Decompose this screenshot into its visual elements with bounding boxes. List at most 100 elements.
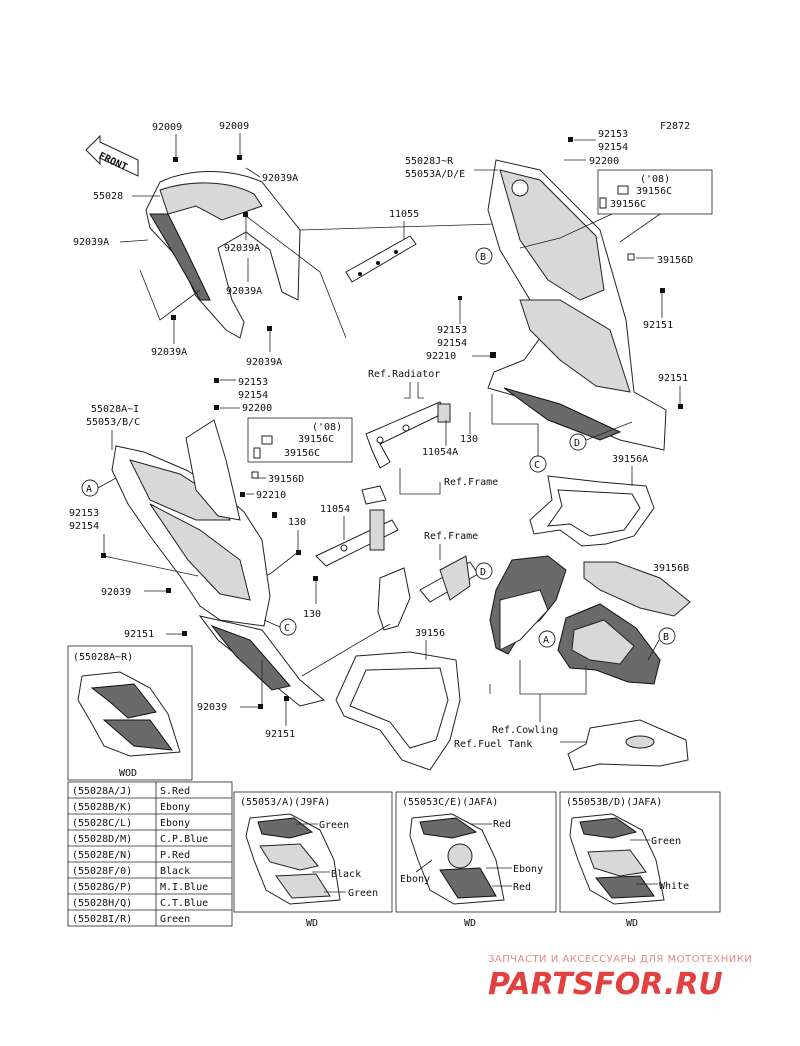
label-130-b: 130 xyxy=(288,517,306,528)
callout-b-right xyxy=(475,247,493,265)
side-cowl-right xyxy=(487,159,667,451)
upper-cowl-left xyxy=(145,171,301,339)
label-92154-tr: 92154 xyxy=(598,142,628,153)
inset-left-caption: WOD xyxy=(119,768,137,779)
table-color: C.T.Blue xyxy=(160,898,208,909)
label-11054A: 11054A xyxy=(422,447,458,458)
table-color: Green xyxy=(160,914,190,925)
variant-2-title: (55053C/E)(JAFA) xyxy=(402,797,498,808)
label-11054: 11054 xyxy=(320,504,350,515)
label-92151-l: 92151 xyxy=(124,629,154,640)
callout-a-right xyxy=(538,630,556,648)
table-code: (55028E/N) xyxy=(72,850,132,861)
callout-c-right-label: C xyxy=(534,460,540,471)
inset-left-cowl xyxy=(77,671,181,757)
label-130-c: 130 xyxy=(303,609,321,620)
ref-frame-upper: Ref.Frame xyxy=(444,477,498,488)
variant-2-label: Red xyxy=(493,819,511,830)
decal-39156 xyxy=(335,651,461,771)
table-color: Ebony xyxy=(160,802,190,813)
label-39156D-left: 39156D xyxy=(268,474,304,485)
label-92154-l2: 92154 xyxy=(69,521,99,532)
year-box-right xyxy=(597,169,713,215)
variant-1-label: Green xyxy=(348,888,378,899)
label-92039A-1: 92039A xyxy=(262,173,298,184)
table-color: M.I.Blue xyxy=(160,882,208,893)
label-39156A: 39156A xyxy=(612,454,648,465)
variant-3-caption: WD xyxy=(626,918,638,929)
table-code: (55028F/0) xyxy=(72,866,132,877)
variant-2-label: Ebony xyxy=(513,864,543,875)
label-92153-m: 92153 xyxy=(437,325,467,336)
variant-3-title: (55053B/D)(JAFA) xyxy=(566,797,662,808)
variant-1-label: Green xyxy=(319,820,349,831)
callout-d-lower xyxy=(475,562,493,580)
label-55053BC: 55053/B/C xyxy=(86,417,140,428)
callout-b-right-label: B xyxy=(480,252,486,263)
radiator-bracket xyxy=(365,401,451,469)
variant-1-label: Black xyxy=(331,869,361,880)
label-92200-l: 92200 xyxy=(242,403,272,414)
callout-d-right-label: D xyxy=(574,438,580,449)
table-code: (55028D/M) xyxy=(72,834,132,845)
table-color: Ebony xyxy=(160,818,190,829)
table-code: (55028A/J) xyxy=(72,786,132,797)
table-code: (55028H/Q) xyxy=(72,898,132,909)
label-11055: 11055 xyxy=(389,209,419,220)
ref-cowling-part-2 xyxy=(557,603,661,685)
ref-cowling: Ref.Cowling xyxy=(492,725,558,736)
label-92039A-5: 92039A xyxy=(151,347,187,358)
label-55053ADE: 55053A/D/E xyxy=(405,169,465,180)
label-92210-m: 92210 xyxy=(426,351,456,362)
inset-left-title: (55028A~R) xyxy=(73,652,133,663)
label-08-right: ('08) xyxy=(640,174,670,185)
label-92039-a: 92039 xyxy=(101,587,131,598)
cowl-bracket-11054 xyxy=(315,485,399,567)
label-92151-r1: 92151 xyxy=(643,320,673,331)
callout-b-lower xyxy=(658,627,676,645)
callout-a-right-label: A xyxy=(543,635,549,646)
variant-3-label: Green xyxy=(651,836,681,847)
ref-cowling-part-1 xyxy=(489,555,567,655)
label-39156B: 39156B xyxy=(653,563,689,574)
table-code: (55028G/P) xyxy=(72,882,132,893)
color-table: (55028A/J) S.Red (55028B/K) Ebony (55028… xyxy=(67,781,233,927)
variant-2-label: Ebony xyxy=(400,874,430,885)
callout-d-lower-label: D xyxy=(480,567,486,578)
label-92039-b: 92039 xyxy=(197,702,227,713)
ref-frame-lower: Ref.Frame xyxy=(424,531,478,542)
label-92039A-4: 92039A xyxy=(226,286,262,297)
ref-radiator: Ref.Radiator xyxy=(368,369,440,380)
table-color: S.Red xyxy=(160,786,190,797)
variant-box-2: (55053C/E)(JAFA) Red Ebony Ebony Red WD xyxy=(395,791,557,929)
label-39156: 39156 xyxy=(415,628,445,639)
label-55028J-R: 55028J~R xyxy=(405,156,454,167)
label-39156D-right: 39156D xyxy=(657,255,693,266)
side-cowl-left xyxy=(111,419,326,707)
label-92153-l: 92153 xyxy=(238,377,268,388)
callout-a-left-label: A xyxy=(86,484,92,495)
watermark-tagline: ЗАПЧАСТИ И АКСЕССУАРЫ ДЛЯ МОТОТЕХНИКИ xyxy=(488,954,752,965)
fuel-tank xyxy=(567,719,689,771)
bracket-11055 xyxy=(345,235,417,283)
label-92210-l: 92210 xyxy=(256,490,286,501)
variant-2-label: Red xyxy=(513,882,531,893)
label-92153-tr: 92153 xyxy=(598,129,628,140)
table-color: P.Red xyxy=(160,850,190,861)
table-code: (55028B/K) xyxy=(72,802,132,813)
frame-bracket xyxy=(377,555,479,631)
label-08-left: ('08) xyxy=(312,422,342,433)
label-92154-m: 92154 xyxy=(437,338,467,349)
label-92151-r2: 92151 xyxy=(658,373,688,384)
variant-1-title: (55053/A)(J9FA) xyxy=(240,797,330,808)
label-39156C-left-1: 39156C xyxy=(298,434,334,445)
decal-39156A xyxy=(529,475,655,547)
label-39156C-right-2: 39156C xyxy=(610,199,646,210)
label-92154-l: 92154 xyxy=(238,390,268,401)
callout-c-left-label: C xyxy=(284,623,290,634)
label-130-a: 130 xyxy=(460,434,478,445)
label-39156C-right-1: 39156C xyxy=(636,186,672,197)
diagram-id: F2872 xyxy=(660,121,690,132)
label-92039A-3: 92039A xyxy=(224,243,260,254)
